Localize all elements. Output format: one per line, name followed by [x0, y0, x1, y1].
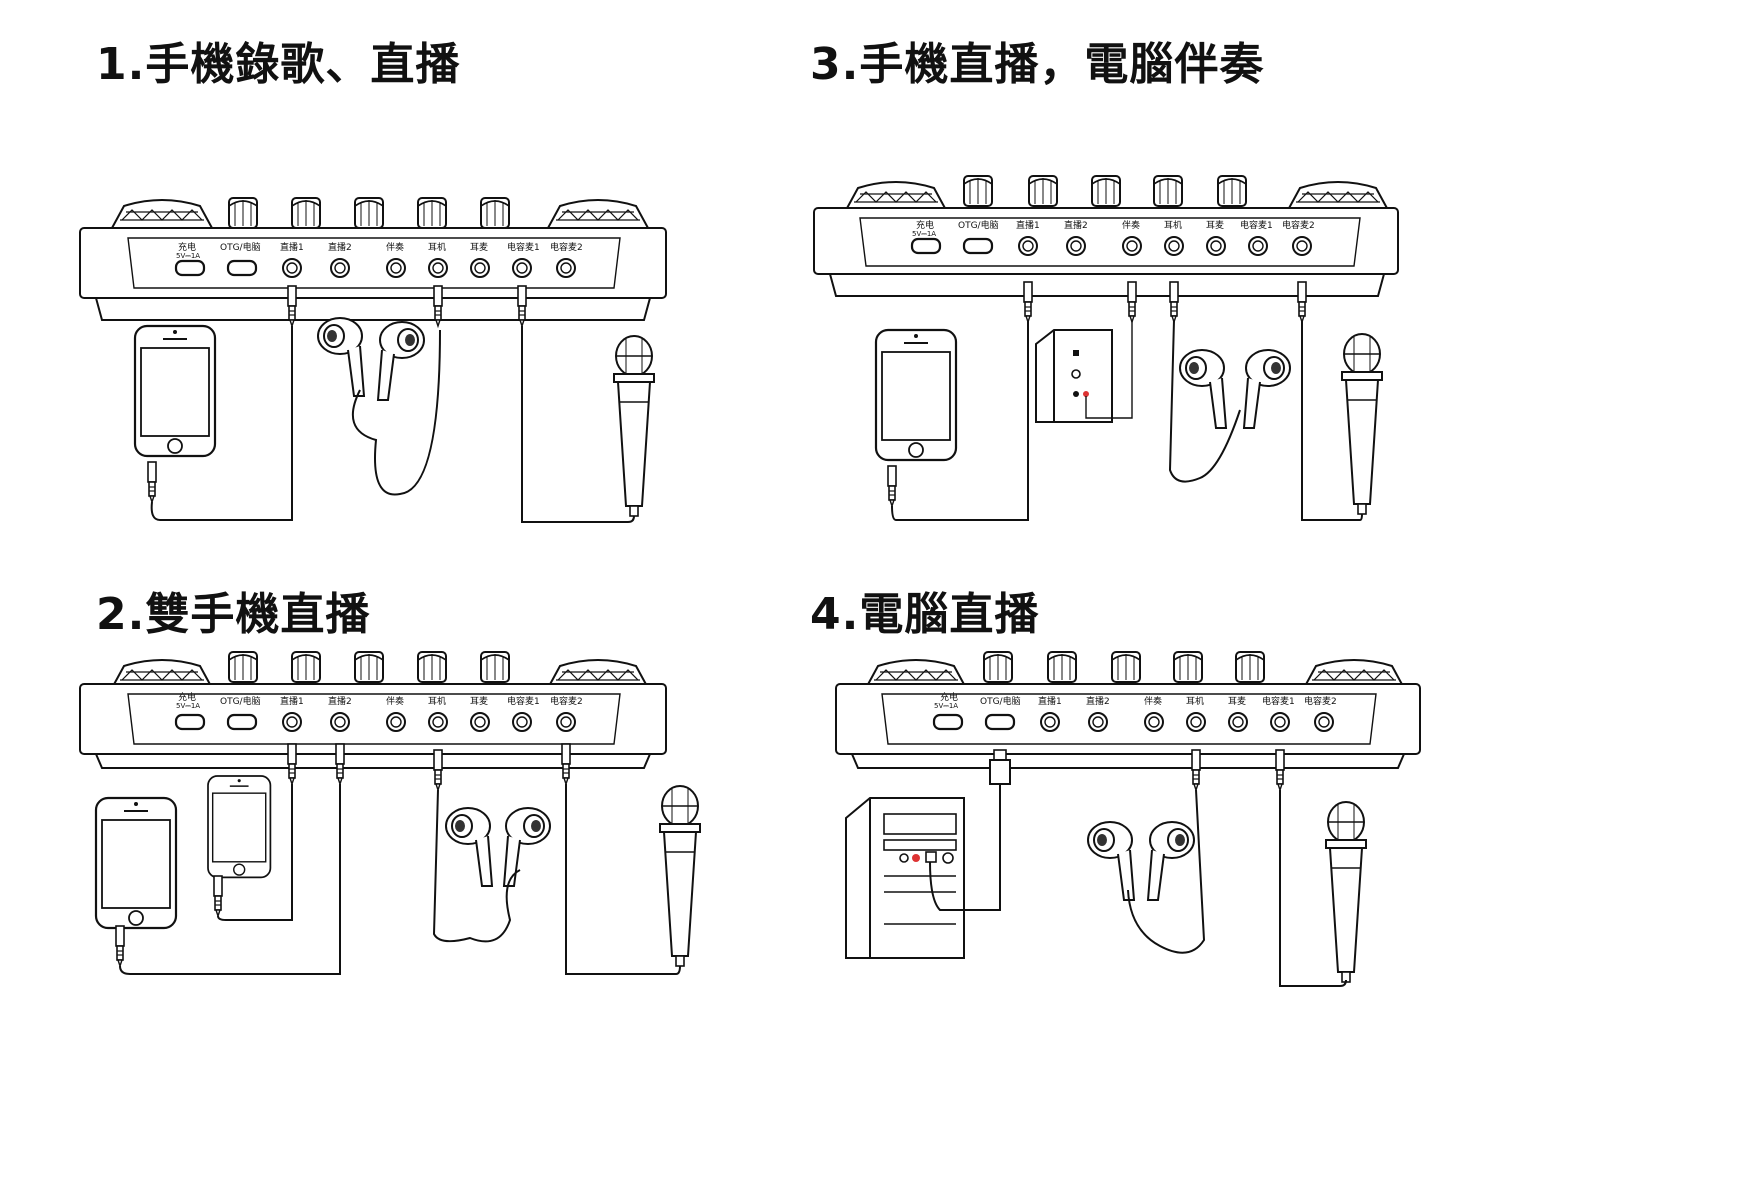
microphone-icon: [613, 335, 655, 517]
svg-text:5V⎓1A: 5V⎓1A: [934, 702, 958, 710]
svg-text:伴奏: 伴奏: [386, 695, 404, 707]
svg-text:直播1: 直播1: [1016, 219, 1040, 231]
svg-text:耳机: 耳机: [428, 695, 446, 707]
svg-text:5V⎓1A: 5V⎓1A: [912, 230, 936, 238]
audio-plug-icon: [433, 285, 443, 327]
svg-text:电容麦2: 电容麦2: [550, 241, 583, 253]
speaker-icon: [1035, 320, 1133, 423]
svg-text:电容麦2: 电容麦2: [1304, 695, 1337, 707]
svg-text:直播1: 直播1: [1038, 695, 1062, 707]
svg-text:直播2: 直播2: [1064, 219, 1088, 231]
panel-title: 4.電腦直播: [810, 589, 1040, 640]
svg-text:直播2: 直播2: [328, 241, 352, 253]
svg-text:5V⎓1A: 5V⎓1A: [176, 252, 200, 260]
microphone-icon: [1325, 801, 1367, 983]
svg-text:伴奏: 伴奏: [386, 241, 404, 253]
svg-text:耳机: 耳机: [1164, 219, 1182, 231]
svg-text:充电: 充电: [916, 219, 934, 231]
panel-title: 1.手機錄歌、直播: [96, 39, 461, 90]
panel-title: 3.手機直播，電腦伴奏: [810, 39, 1265, 90]
svg-text:耳麦: 耳麦: [470, 695, 488, 707]
svg-text:OTG/电脑: OTG/电脑: [980, 695, 1021, 707]
svg-text:直播2: 直播2: [1086, 695, 1110, 707]
svg-text:充电: 充电: [178, 691, 196, 703]
svg-text:电容麦2: 电容麦2: [550, 695, 583, 707]
earphones-icon: [1087, 789, 1206, 954]
svg-text:电容麦2: 电容麦2: [1282, 219, 1315, 231]
svg-text:OTG/电脑: OTG/电脑: [220, 241, 261, 253]
svg-text:直播1: 直播1: [280, 695, 304, 707]
panel-title: 2.雙手機直播: [96, 589, 371, 640]
pc-tower-icon: [845, 797, 965, 959]
microphone-icon: [1341, 333, 1383, 515]
svg-text:伴奏: 伴奏: [1144, 695, 1162, 707]
svg-text:电容麦1: 电容麦1: [1240, 219, 1273, 231]
microphone-icon: [659, 785, 701, 967]
svg-text:充电: 充电: [940, 691, 958, 703]
svg-text:耳麦: 耳麦: [1206, 219, 1224, 231]
svg-text:电容麦1: 电容麦1: [507, 241, 540, 253]
svg-text:耳机: 耳机: [1186, 695, 1204, 707]
smartphone-icon: [133, 324, 217, 458]
svg-text:直播1: 直播1: [280, 241, 304, 253]
smartphone-icon: [874, 328, 958, 462]
svg-text:耳机: 耳机: [428, 241, 446, 253]
svg-text:电容麦1: 电容麦1: [507, 695, 540, 707]
svg-text:OTG/电脑: OTG/电脑: [958, 219, 999, 231]
svg-text:电容麦1: 电容麦1: [1262, 695, 1295, 707]
smartphone-icon: [94, 796, 178, 930]
audio-plug-icon: [287, 285, 297, 327]
svg-text:OTG/电脑: OTG/电脑: [220, 695, 261, 707]
svg-text:5V⎓1A: 5V⎓1A: [176, 702, 200, 710]
earphones-icon: [1168, 319, 1291, 483]
svg-text:直播2: 直播2: [328, 695, 352, 707]
earphones-icon: [317, 317, 441, 496]
svg-text:耳麦: 耳麦: [1228, 695, 1246, 707]
smartphone-icon: [207, 775, 272, 879]
audio-plug-icon: [517, 285, 527, 327]
svg-text:伴奏: 伴奏: [1122, 219, 1140, 231]
earphones-icon: [432, 789, 551, 943]
svg-text:耳麦: 耳麦: [470, 241, 488, 253]
svg-text:充电: 充电: [178, 241, 196, 253]
